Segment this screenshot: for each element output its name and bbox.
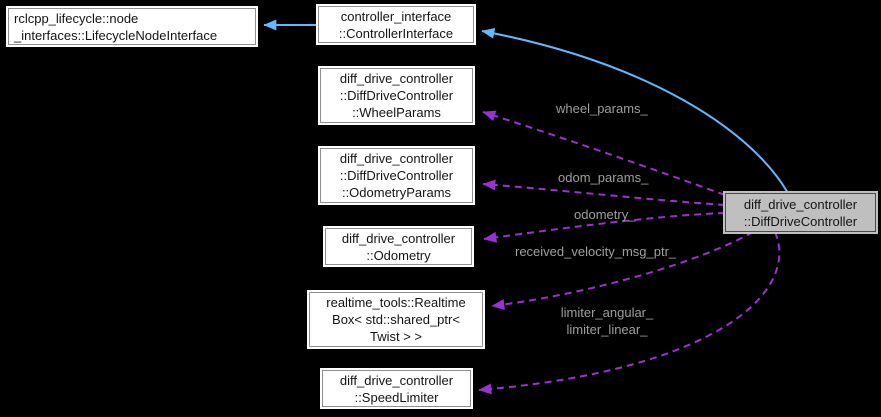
edge-label-limiters: limiter_angular_ limiter_linear_ (550, 304, 664, 338)
node-line: ::DiffDriveController (339, 88, 454, 103)
node-odometry[interactable]: diff_drive_controller ::Odometry (325, 228, 472, 265)
node-wheel-params[interactable]: diff_drive_controller ::DiffDriveControl… (320, 68, 473, 123)
edge-label-wheel-params: wheel_params_ (556, 101, 648, 116)
node-line: ::SpeedLimiter (354, 389, 439, 405)
edge-label-received-velocity-msg-ptr: received_velocity_msg_ptr_ (515, 244, 677, 259)
node-controller-interface[interactable]: controller_interface ::ControllerInterfa… (318, 6, 474, 43)
node-line: realtime_tools::Realtime (326, 295, 466, 310)
node-realtime-box[interactable]: realtime_tools::Realtime Box< std::share… (309, 292, 483, 347)
edge-label-limiter-linear: limiter_linear_ (566, 322, 648, 337)
node-line: diff_drive_controller (341, 230, 456, 246)
node-lifecycle-node-interface[interactable]: rclcpp_lifecycle::node _interfaces::Life… (8, 8, 256, 45)
node-speed-limiter[interactable]: diff_drive_controller ::SpeedLimiter (322, 370, 471, 407)
node-line: ::WheelParams (352, 105, 441, 120)
edge-usage-odom-params (482, 179, 726, 206)
node-line: controller_interface (340, 8, 452, 24)
node-odometry-params[interactable]: diff_drive_controller ::DiffDriveControl… (320, 148, 473, 203)
node-line: diff_drive_controller (339, 372, 454, 388)
node-line: Box< std::shared_ptr< (332, 312, 460, 327)
node-line: ::DiffDriveController (339, 168, 454, 183)
edge-label-odom-params: odom_params_ (558, 170, 649, 185)
node-diff-drive-controller-selected: diff_drive_controller ::DiffDriveControl… (725, 193, 876, 232)
node-line: _interfaces::LifecycleNodeInterface (14, 27, 218, 43)
edge-label-odometry: odometry_ (574, 207, 636, 222)
node-line: ::ControllerInterface (338, 25, 454, 41)
node-line: ::OdometryParams (341, 185, 452, 200)
node-line: Twist > > (369, 329, 423, 344)
node-line: ::Odometry (366, 247, 431, 263)
node-line: rclcpp_lifecycle::node (14, 10, 139, 26)
edge-label-limiter-angular: limiter_angular_ (560, 305, 654, 320)
node-line: diff_drive_controller (339, 151, 454, 166)
node-line: diff_drive_controller (743, 196, 858, 212)
node-line: diff_drive_controller (339, 71, 454, 86)
node-line: ::DiffDriveController (743, 213, 858, 229)
